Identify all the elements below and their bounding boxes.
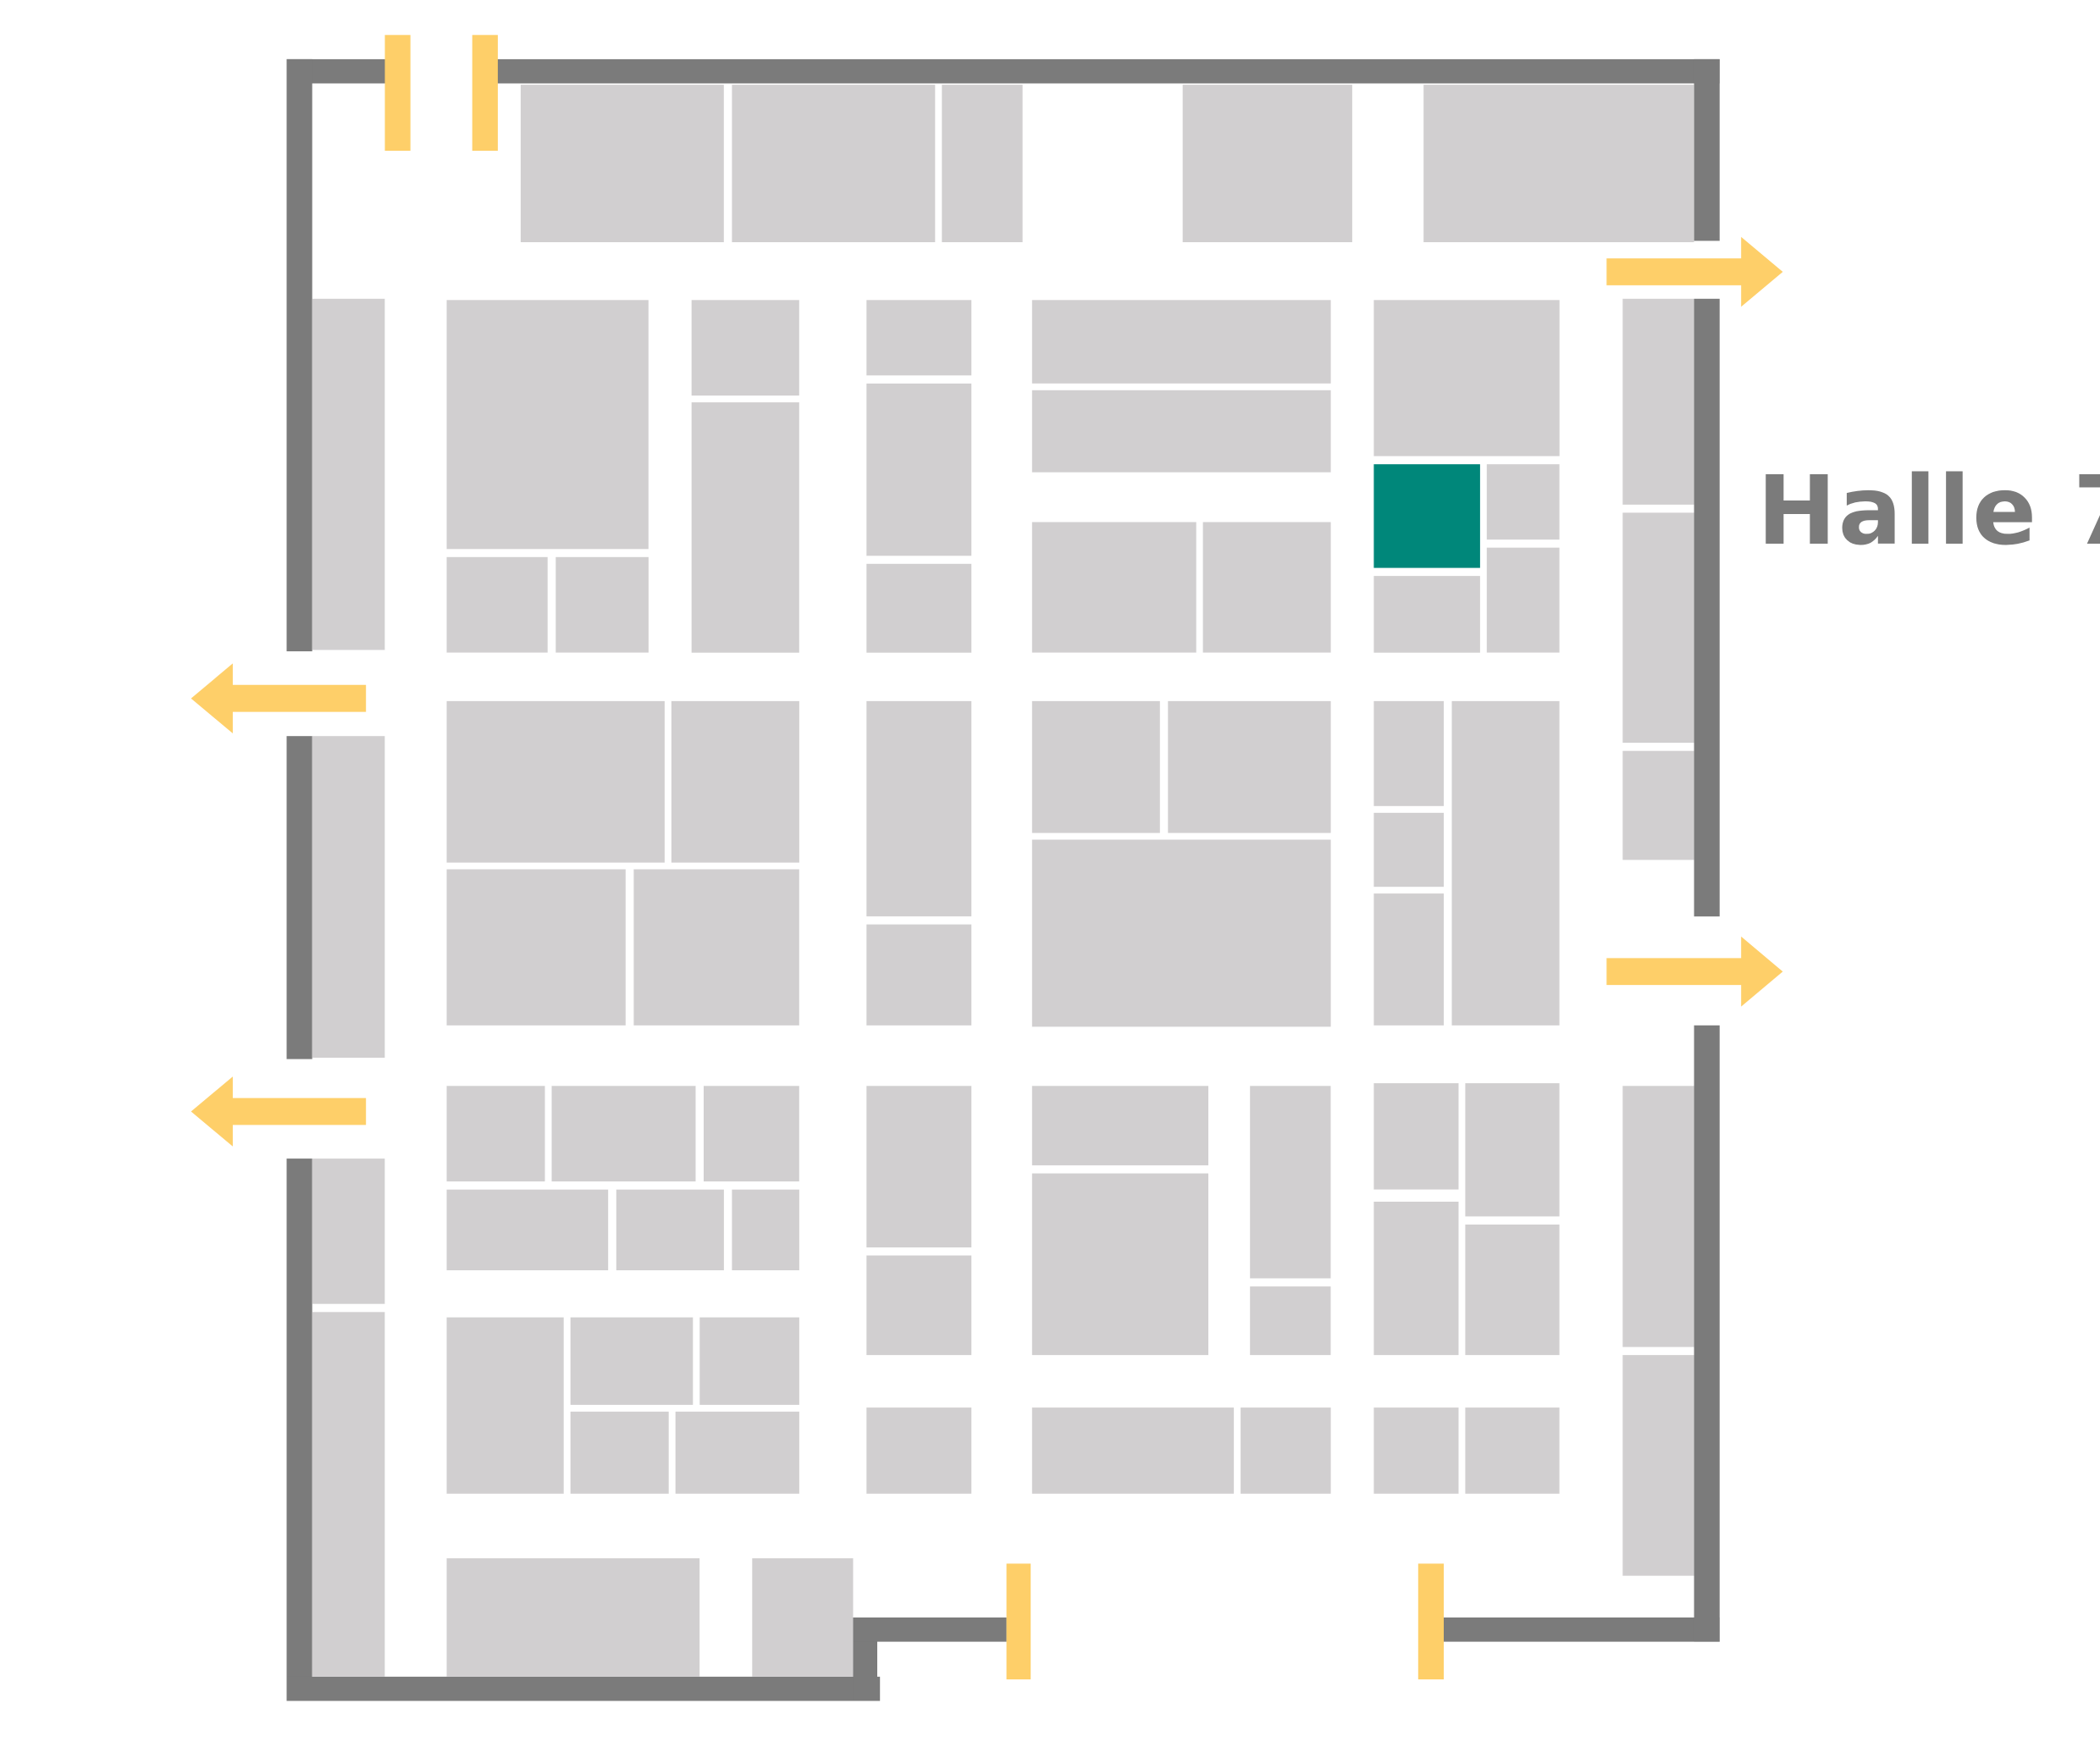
wall-segment — [286, 1676, 881, 1701]
booth[interactable] — [1241, 1407, 1331, 1494]
wall-segment — [853, 1617, 1007, 1642]
booth[interactable] — [1622, 750, 1694, 860]
booth[interactable] — [1250, 1086, 1331, 1279]
booth[interactable] — [312, 1312, 385, 1677]
booth[interactable] — [691, 402, 799, 653]
booth[interactable] — [1031, 522, 1196, 653]
booth[interactable] — [866, 1255, 972, 1356]
booth[interactable] — [699, 1317, 799, 1405]
booth[interactable] — [675, 1411, 799, 1494]
booth[interactable] — [1622, 512, 1694, 744]
booth[interactable] — [446, 1558, 700, 1677]
booth[interactable] — [1373, 893, 1444, 1026]
booth[interactable] — [446, 700, 665, 863]
booth[interactable] — [555, 556, 649, 653]
booth[interactable] — [1622, 1086, 1694, 1347]
wall-segment — [286, 58, 312, 652]
booth[interactable] — [1373, 1407, 1459, 1494]
exit-arrow-icon — [191, 1076, 367, 1147]
booth[interactable] — [866, 383, 972, 556]
door-icon — [384, 35, 411, 151]
booth[interactable] — [752, 1558, 854, 1677]
booth[interactable] — [446, 1086, 545, 1182]
booth[interactable] — [446, 556, 548, 653]
wall-segment — [1694, 58, 1720, 241]
booth[interactable] — [1465, 1407, 1560, 1494]
booth[interactable] — [1373, 1083, 1459, 1190]
booth[interactable] — [312, 298, 385, 650]
wall-segment — [1442, 1617, 1720, 1642]
booth[interactable] — [691, 300, 799, 396]
booth[interactable] — [866, 700, 972, 917]
booth[interactable] — [446, 869, 626, 1026]
booth[interactable] — [704, 1086, 799, 1182]
booth[interactable] — [551, 1086, 696, 1182]
exit-arrow-icon — [191, 663, 367, 733]
wall-segment — [286, 1158, 312, 1701]
booth[interactable] — [866, 924, 972, 1026]
booth[interactable] — [446, 1189, 609, 1270]
booth[interactable] — [616, 1189, 724, 1270]
booth[interactable] — [1373, 576, 1480, 653]
wall-segment — [1694, 1025, 1720, 1642]
booth[interactable] — [942, 85, 1023, 242]
booth[interactable] — [866, 300, 972, 376]
booth[interactable] — [1031, 1173, 1208, 1356]
booth-grid — [312, 85, 1694, 1677]
booth[interactable] — [1373, 812, 1444, 888]
booth[interactable] — [732, 85, 936, 242]
booth[interactable] — [312, 736, 385, 1058]
booth[interactable] — [1182, 85, 1352, 242]
booth[interactable] — [1465, 1083, 1560, 1217]
booth[interactable] — [866, 563, 972, 653]
booth[interactable] — [1031, 1407, 1235, 1494]
booth[interactable] — [1202, 522, 1331, 653]
wall-segment — [495, 58, 1720, 84]
booth[interactable] — [866, 1407, 972, 1494]
wall-segment — [286, 736, 312, 1059]
door-icon — [1418, 1563, 1444, 1680]
door-icon — [472, 35, 498, 151]
booth[interactable] — [1373, 1202, 1459, 1356]
hall-walls — [286, 58, 1720, 1701]
booth[interactable] — [1031, 1086, 1208, 1166]
booth[interactable] — [1250, 1286, 1331, 1356]
booth[interactable] — [732, 1189, 799, 1270]
booth[interactable] — [1423, 85, 1694, 242]
booth[interactable] — [1465, 1225, 1560, 1356]
booth[interactable] — [1373, 700, 1444, 806]
booth[interactable] — [1031, 839, 1331, 1027]
booth[interactable] — [1622, 298, 1694, 505]
booth[interactable] — [1486, 464, 1560, 540]
door-icon — [1006, 1563, 1031, 1680]
booth[interactable] — [1486, 547, 1560, 653]
booth[interactable] — [1373, 300, 1560, 456]
exit-arrow-icon — [1606, 936, 1783, 1007]
booth[interactable] — [520, 85, 724, 242]
booth[interactable] — [446, 1317, 564, 1494]
booth[interactable] — [570, 1317, 694, 1405]
booth[interactable] — [1622, 1355, 1694, 1576]
exit-arrow-icon — [1606, 236, 1783, 307]
highlighted-booth[interactable] — [1373, 464, 1480, 568]
booth[interactable] — [1031, 390, 1331, 473]
booth[interactable] — [1168, 700, 1331, 833]
booth[interactable] — [1451, 700, 1560, 1026]
hall-title: Halle 7 — [1757, 456, 2100, 567]
booth[interactable] — [633, 869, 799, 1026]
wall-segment — [1694, 298, 1720, 917]
booth[interactable] — [1031, 700, 1160, 833]
booth[interactable] — [671, 700, 799, 863]
booth[interactable] — [1031, 300, 1331, 384]
booth[interactable] — [446, 300, 649, 550]
booth[interactable] — [570, 1411, 669, 1494]
booth[interactable] — [866, 1086, 972, 1247]
exit-markers — [191, 35, 1783, 1680]
booth[interactable] — [312, 1158, 385, 1304]
